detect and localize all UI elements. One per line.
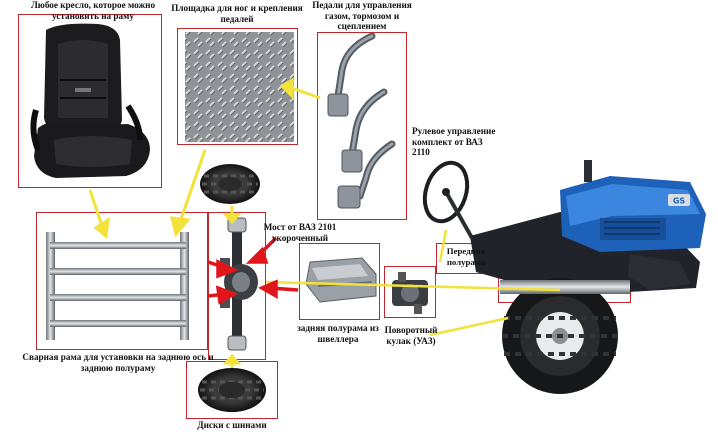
tractor-badge: GS <box>673 197 686 206</box>
axle-caption: Мост от ВАЗ 2101 укороченный <box>263 222 337 243</box>
knuckle-caption: Поворотный кулак (УАЗ) <box>384 325 438 346</box>
steering-wheel-image <box>422 160 474 239</box>
platform-box <box>177 28 298 145</box>
pedals-box <box>317 32 407 220</box>
channel-image <box>305 257 377 303</box>
seat-image <box>30 23 150 178</box>
seat-caption: Любое кресло, которое можно установить н… <box>30 0 156 21</box>
yellow-arrows <box>88 77 561 368</box>
knuckle-image <box>392 272 428 314</box>
front-half-frame-caption: Передняя полурама <box>446 246 486 267</box>
platform-image <box>185 32 294 142</box>
pedals-image <box>327 32 396 209</box>
seat-box <box>18 14 162 188</box>
steering-caption: Рулевое управление комплект от ВАЗ 2110 <box>412 126 496 157</box>
knuckle-box <box>384 266 436 318</box>
pedals-caption: Педали для управления газом, тормозом и … <box>312 0 412 31</box>
frame-image <box>46 232 189 340</box>
frame-caption: Сварная рама для установки на заднюю ось… <box>22 352 214 373</box>
axle-image <box>220 217 258 351</box>
rear-half-frame-box <box>299 243 380 320</box>
frame-box <box>36 212 208 350</box>
red-arrows <box>207 236 299 305</box>
wheels-caption: Диски с шинами <box>197 420 267 430</box>
lower-tire-image <box>198 368 266 412</box>
upper-tire-image <box>200 164 260 204</box>
platform-caption: Площадка для ног и крепления педалей <box>171 3 303 24</box>
rear-half-frame-caption: задняя полурама из швеллера <box>297 323 379 344</box>
tractor-image: GS <box>470 160 706 394</box>
